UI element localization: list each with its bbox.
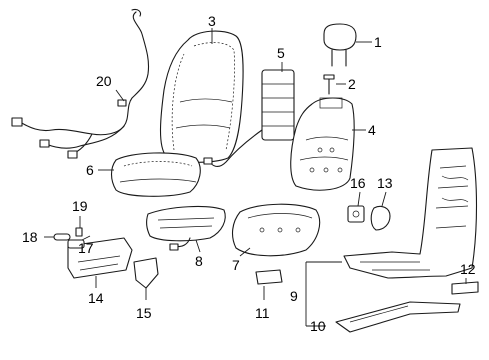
callout-6: 6 [86,162,94,178]
callout-4: 4 [368,122,376,138]
part-seat-frame [343,147,478,279]
callout-8: 8 [195,253,203,269]
callout-7: 7 [232,257,240,273]
callout-17: 17 [78,240,94,256]
part-headrest [323,23,357,67]
part-wire-harness [11,8,150,159]
callout-10: 10 [310,318,326,334]
callout-13: 13 [377,175,393,191]
part-clip [75,227,83,237]
part-cushion-cover [110,152,201,197]
part-trim-cover [133,257,159,289]
callout-2: 2 [348,76,356,92]
part-side-cover [370,205,391,231]
part-lumbar-support [203,69,295,168]
part-track-cover [451,281,479,295]
part-recliner-bracket [347,205,365,223]
part-small-cover [255,269,283,285]
part-cushion-pad [231,203,321,257]
callout-11: 11 [255,305,270,321]
part-seatback-cover [160,30,244,163]
callout-3: 3 [208,13,216,29]
part-seat-track [335,301,461,333]
callout-15: 15 [136,305,152,321]
callout-5: 5 [277,45,285,61]
callout-20: 20 [96,73,112,89]
part-cap [53,233,71,241]
part-side-trim [67,237,133,279]
harness-connector [67,150,78,159]
callout-18: 18 [22,229,38,245]
part-cushion-mat [146,206,226,251]
callout-9: 9 [290,288,298,304]
callout-16: 16 [350,175,366,191]
harness-connector [39,139,50,148]
part-knob [67,239,85,249]
harness-connector [117,99,127,107]
callout-19: 19 [72,198,88,214]
callout-12: 12 [460,261,476,277]
part-seatback-pad [290,97,355,191]
callout-14: 14 [88,290,104,306]
part-headrest-guide [323,74,335,95]
harness-connector [11,117,23,127]
callout-1: 1 [374,34,382,50]
